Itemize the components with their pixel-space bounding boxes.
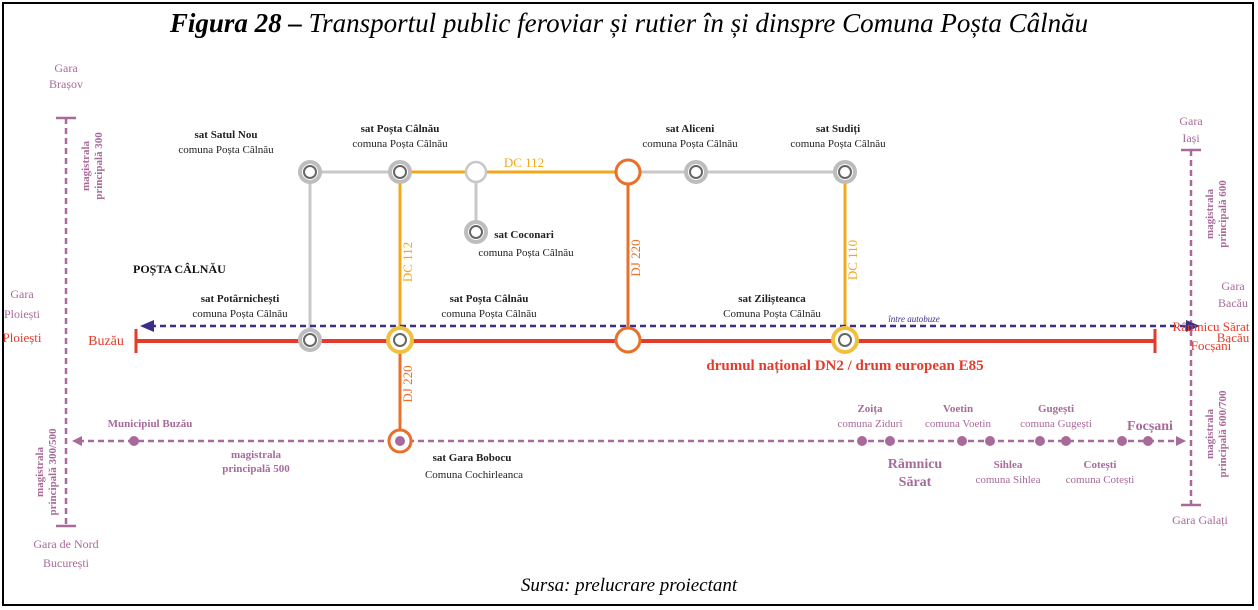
magistrala-center-1: magistrala xyxy=(231,449,282,461)
magistrala-left-bottom-1: magistrala xyxy=(34,446,46,497)
station-sihlea: Sihlea xyxy=(994,459,1023,471)
label-gara-ploiesti-1: Gara xyxy=(10,287,34,301)
label-bus: între autobuze xyxy=(888,314,939,324)
bus-arrow-west xyxy=(140,320,154,332)
label-bacau-red: Bacău xyxy=(1217,330,1250,345)
suditi-name: sat Sudiți xyxy=(816,123,860,135)
node-posta-top xyxy=(388,160,412,184)
rail-arrow-east xyxy=(1176,436,1186,446)
label-gara-bacau-1: Gara xyxy=(1221,279,1245,293)
magistrala-right-top-1: magistrala xyxy=(1204,188,1216,239)
rail-stations-dots xyxy=(129,436,1153,446)
label-magistrala-right-bottom: magistrala principală 600/700 xyxy=(1204,390,1229,478)
satul-nou-commune: comuna Poșta Câlnău xyxy=(178,144,274,156)
node-dj220-junction-dn2 xyxy=(614,326,642,354)
label-magistrala-right-top: magistrala principală 600 xyxy=(1204,180,1229,248)
area-label: POȘTA CÂLNĂU xyxy=(133,262,226,277)
station-buzau: Municipiul Buzău xyxy=(108,418,193,430)
label-ramnicu-east: Râmnicu Sărat xyxy=(1173,319,1250,334)
station-zoita-commune: comuna Ziduri xyxy=(837,418,902,430)
station-ramnicu-2: Sărat xyxy=(899,475,932,490)
magistrala-right-bottom-2: principală 600/700 xyxy=(1217,390,1229,478)
label-dn2: drumul național DN2 / drum european E85 xyxy=(706,358,983,374)
magistrala-center-2: principală 500 xyxy=(222,463,290,475)
label-gara-iasi-1: Gara xyxy=(1179,114,1203,128)
node-aliceni xyxy=(684,160,708,184)
station-cotesti-commune: comuna Cotești xyxy=(1066,474,1135,486)
coconari-name: sat Coconari xyxy=(494,229,554,241)
node-coconari-junction xyxy=(464,160,488,184)
node-zilisteanca xyxy=(831,326,859,354)
label-gara-ploiesti-2: Ploiești xyxy=(4,307,41,321)
label-gara-bacau-2: Bacău xyxy=(1218,296,1248,310)
bus-arrow-east xyxy=(1186,320,1200,332)
magistrala-left-top-2: principală 300 xyxy=(93,132,105,200)
label-gara-brasov-2: Brașov xyxy=(49,77,83,91)
node-posta-mid xyxy=(386,326,414,354)
potarnichesti-commune: comuna Poșta Câlnău xyxy=(192,308,288,320)
gara-bobocu-name: sat Gara Bobocu xyxy=(433,452,512,464)
coconari-commune: comuna Poșta Câlnău xyxy=(478,247,574,259)
suditi-commune: comuna Poșta Câlnău xyxy=(790,138,886,150)
label-gara-brasov-1: Gara xyxy=(54,61,78,75)
station-gugesti-commune: comuna Gugești xyxy=(1020,418,1092,430)
dc112-road xyxy=(398,170,628,340)
gara-bobocu-commune: Comuna Cochirleanca xyxy=(425,469,523,481)
node-suditi xyxy=(833,160,857,184)
node-satul-nou xyxy=(298,160,322,184)
figure-source: Sursa: prelucrare proiectant xyxy=(520,575,738,596)
posta-top-commune: comuna Poșta Câlnău xyxy=(352,138,448,150)
label-gara-nord-2: București xyxy=(43,556,90,570)
rail-arrow-west xyxy=(72,436,82,446)
label-magistrala-left-bottom: magistrala principală 300/500 xyxy=(34,428,59,516)
posta-top-name: sat Poșta Câlnău xyxy=(361,123,440,135)
aliceni-name: sat Aliceni xyxy=(666,123,715,135)
label-gara-nord-1: Gara de Nord xyxy=(33,537,98,551)
node-coconari xyxy=(464,220,488,244)
magistrala-left-top-1: magistrala xyxy=(80,140,92,191)
label-dj220-low: DJ 220 xyxy=(400,365,415,402)
station-ramnicu-1: Râmnicu xyxy=(888,457,943,472)
label-dc112-v: DC 112 xyxy=(400,242,415,282)
label-buzau-west: Buzău xyxy=(88,334,124,349)
label-gara-galati: Gara Galați xyxy=(1172,513,1228,527)
node-dj220-junction-north xyxy=(614,158,642,186)
figure-caption: Transportul public feroviar și rutier în… xyxy=(308,8,1089,38)
station-focsani: Focșani xyxy=(1127,419,1173,434)
label-ploiesti-red: Ploiești xyxy=(2,330,41,345)
label-focsani-east: Focșani xyxy=(1191,338,1232,353)
label-gara-iasi-2: Iași xyxy=(1182,131,1200,145)
magistrala-right-top-2: principală 600 xyxy=(1217,180,1229,248)
station-gugesti: Gugești xyxy=(1038,403,1074,415)
satul-nou-name: sat Satul Nou xyxy=(195,129,258,141)
station-cotesti: Cotești xyxy=(1084,459,1117,471)
posta-mid-name: sat Poșta Câlnău xyxy=(450,293,529,305)
magistrala-left-bottom-2: principală 300/500 xyxy=(47,428,59,516)
label-dj220-mid: DJ 220 xyxy=(628,239,643,276)
aliceni-commune: comuna Poșta Câlnău xyxy=(642,138,738,150)
figure-number: Figura 28 – xyxy=(169,8,309,38)
label-dc110: DC 110 xyxy=(845,240,860,280)
station-zoita: Zoița xyxy=(857,403,883,415)
station-voetin-commune: comuna Voetin xyxy=(925,418,991,430)
figure-title: Figura 28 – Transportul public feroviar … xyxy=(0,8,1258,39)
zilisteanca-commune: Comuna Poșta Câlnău xyxy=(723,308,821,320)
potarnichesti-name: sat Potârnichești xyxy=(201,293,280,305)
node-gara-bobocu xyxy=(387,428,413,454)
magistrala-right-bottom-1: magistrala xyxy=(1204,408,1216,459)
label-dc112-h: DC 112 xyxy=(504,155,544,170)
station-sihlea-commune: comuna Sihlea xyxy=(975,474,1040,486)
label-magistrala-left-top: magistrala principală 300 xyxy=(80,132,105,200)
node-potarnichesti xyxy=(298,328,322,352)
posta-mid-commune: comuna Poșta Câlnău xyxy=(441,308,537,320)
station-voetin: Voetin xyxy=(943,403,973,415)
zilisteanca-name: sat Zilișteanca xyxy=(738,293,806,305)
